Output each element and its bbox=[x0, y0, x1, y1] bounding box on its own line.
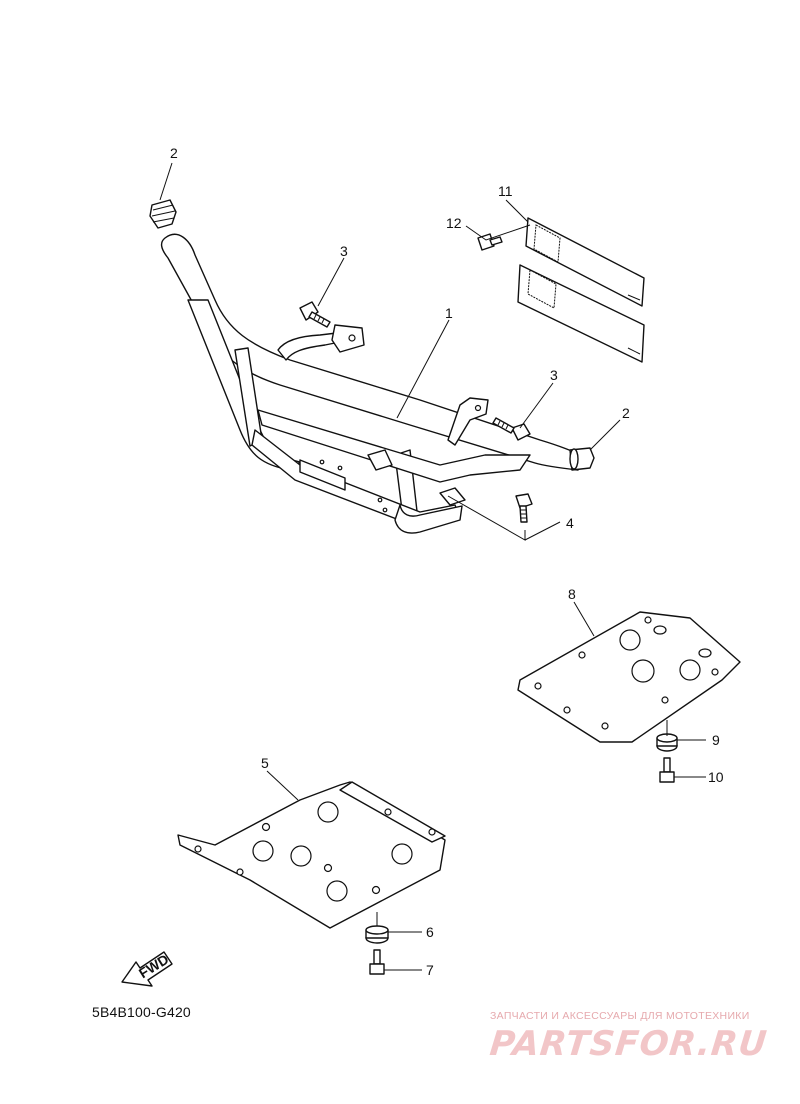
end-cap-left bbox=[149, 199, 177, 229]
front-bumper-frame bbox=[160, 233, 581, 534]
end-cap-right bbox=[569, 447, 595, 471]
callout-9: 9 bbox=[712, 732, 720, 748]
reflector-plates bbox=[517, 217, 645, 363]
bolt-left bbox=[299, 301, 331, 328]
bolt-10 bbox=[659, 757, 675, 783]
callout-2-left: 2 bbox=[170, 145, 178, 161]
callout-3-left: 3 bbox=[340, 243, 348, 259]
fwd-arrow-icon: FWD bbox=[121, 951, 173, 987]
callout-10: 10 bbox=[708, 769, 724, 785]
callout-12: 12 bbox=[446, 215, 462, 231]
leader-lines bbox=[159, 162, 706, 971]
callout-4: 4 bbox=[566, 515, 574, 531]
bolt-4 bbox=[515, 493, 533, 523]
skid-plate-8 bbox=[517, 611, 741, 743]
callout-1: 1 bbox=[445, 305, 453, 321]
callouts: 1 2 2 3 3 4 5 6 7 8 9 10 11 12 bbox=[170, 145, 724, 978]
watermark-tagline: ЗАПЧАСТИ И АКСЕССУАРЫ ДЛЯ МОТОТЕХНИКИ bbox=[490, 1010, 750, 1022]
screw-12 bbox=[477, 233, 503, 251]
drawing-code: 5B4B100-G420 bbox=[92, 1004, 191, 1020]
callout-3-right: 3 bbox=[550, 367, 558, 383]
washer-6 bbox=[365, 925, 389, 944]
callout-11: 11 bbox=[498, 183, 513, 199]
callout-5: 5 bbox=[261, 755, 269, 771]
washer-9 bbox=[656, 733, 678, 752]
callout-6: 6 bbox=[426, 924, 434, 940]
skid-plate-5 bbox=[177, 781, 446, 929]
callout-7: 7 bbox=[426, 962, 434, 978]
callout-8: 8 bbox=[568, 586, 576, 602]
watermark-logo: PARTSFOR.RU bbox=[487, 1024, 770, 1064]
bolt-right bbox=[492, 417, 531, 441]
bolt-7 bbox=[369, 949, 385, 975]
callout-2-right: 2 bbox=[622, 405, 630, 421]
